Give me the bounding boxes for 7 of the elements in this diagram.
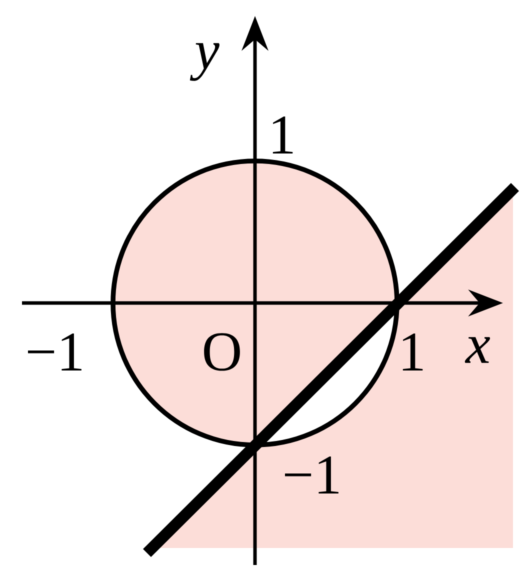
axis-label: x bbox=[464, 337, 490, 363]
tick-label: −1 bbox=[285, 456, 338, 494]
tick-label: −1 bbox=[28, 334, 82, 370]
origin-label: O bbox=[204, 333, 240, 371]
tick-label: 1 bbox=[272, 116, 293, 154]
axis-label: y bbox=[190, 43, 220, 81]
tick-label: 1 bbox=[402, 334, 423, 370]
